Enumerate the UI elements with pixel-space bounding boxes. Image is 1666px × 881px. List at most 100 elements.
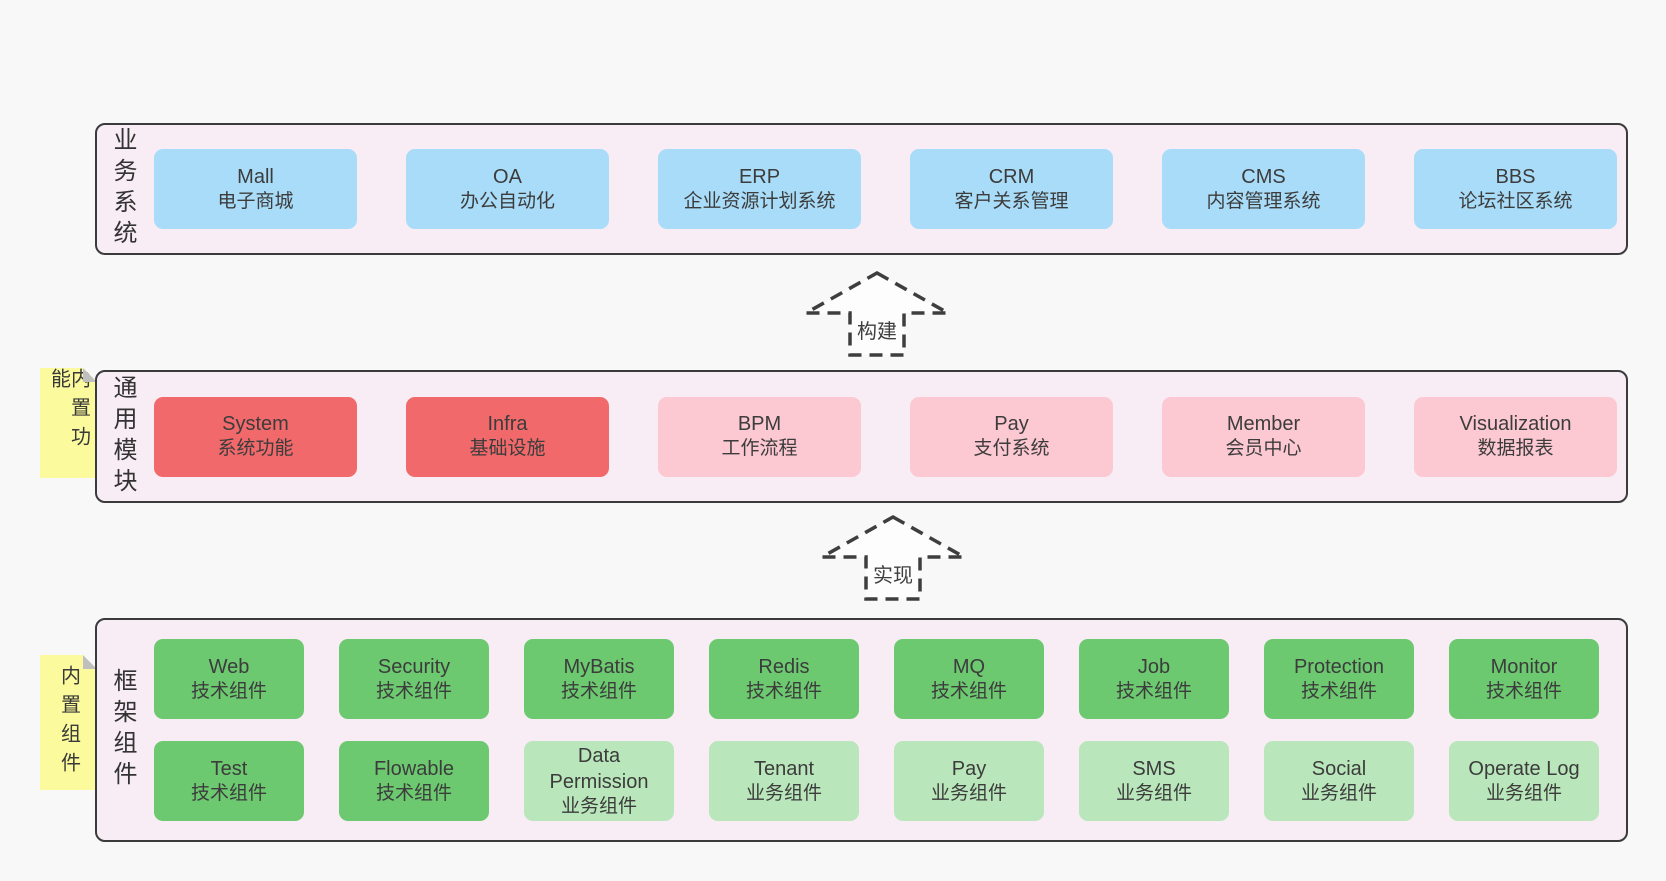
box-title-en: Flowable	[373, 757, 455, 780]
box-title-en: Redis	[758, 655, 810, 678]
box-title-en: Pay	[951, 757, 987, 780]
box-title-en: Pay	[994, 413, 1029, 436]
box-title-zh: 办公自动化	[459, 190, 555, 212]
box-title-zh: 数据报表	[1477, 438, 1554, 460]
up-block-arrow-icon	[802, 270, 952, 357]
box-title-zh: 技术组件	[375, 782, 452, 804]
note-built-in-features: 内置功能	[40, 368, 97, 478]
note-built-in-features-label: 内置功能	[47, 368, 90, 455]
box-title-en: Infra	[487, 413, 528, 436]
box-title-en: Monitor	[1490, 655, 1558, 678]
box-title-en: CMS	[1241, 165, 1286, 188]
box-title-en: Job	[1137, 655, 1171, 678]
box-title-en: Protection	[1293, 655, 1385, 678]
box-title-en: Web	[208, 655, 250, 678]
box-title-en: Tenant	[753, 757, 815, 780]
box-title-en: BPM	[737, 413, 782, 436]
note-built-in-components-label: 内置组件	[57, 664, 80, 781]
box-title-en: Member	[1226, 413, 1301, 436]
section-label-common-modules: 通用模块	[109, 374, 136, 499]
box-title-zh: 业务组件	[745, 782, 822, 804]
box-title-zh: 业务组件	[1115, 782, 1192, 804]
box-title-zh: 业务组件	[1300, 782, 1377, 804]
box-title-zh: 技术组件	[190, 680, 267, 702]
note-built-in-components: 内置组件	[40, 655, 97, 790]
box-title-en: ERP	[738, 165, 781, 188]
box-title-zh: 内容管理系统	[1206, 190, 1321, 212]
box-title-en: CRM	[988, 165, 1035, 188]
up-block-arrow-icon	[818, 514, 968, 601]
box-title-zh: 系统功能	[217, 438, 294, 460]
box-title-zh: 技术组件	[1300, 680, 1377, 702]
box-title-en: Mall	[237, 165, 274, 188]
box-title-en: Test	[210, 757, 248, 780]
box-title-en: Data Permission	[549, 744, 649, 793]
box-title-zh: 技术组件	[745, 680, 822, 702]
box-title-en: MQ	[952, 655, 986, 678]
box-title-zh: 技术组件	[1485, 680, 1562, 702]
box-title-zh: 技术组件	[1115, 680, 1192, 702]
box-title-zh: 业务组件	[930, 782, 1007, 804]
box-title-en: MyBatis	[563, 655, 635, 678]
build-arrow: 构建	[802, 270, 952, 360]
box-title-zh: 基础设施	[469, 438, 546, 460]
box-title-en: SMS	[1132, 757, 1176, 780]
box-title-zh: 客户关系管理	[954, 190, 1069, 212]
box-title-en: Visualization	[1459, 413, 1572, 436]
box-title-zh: 技术组件	[190, 782, 267, 804]
implement-arrow: 实现	[818, 514, 968, 604]
box-title-zh: 业务组件	[560, 795, 637, 817]
box-title-zh: 技术组件	[375, 680, 452, 702]
box-title-zh: 电子商城	[217, 190, 294, 212]
box-title-zh: 技术组件	[930, 680, 1007, 702]
box-title-zh: 会员中心	[1225, 438, 1302, 460]
section-label-business-systems: 业务系统	[109, 127, 136, 251]
box-title-en: System	[222, 413, 289, 436]
box-title-en: Operate Log	[1468, 757, 1580, 780]
implement-arrow-label: 实现	[871, 559, 915, 588]
box-title-en: Social	[1311, 757, 1367, 780]
box-title-en: OA	[493, 165, 522, 188]
box-title-zh: 企业资源计划系统	[683, 190, 836, 212]
box-title-zh: 工作流程	[721, 438, 798, 460]
box-title-zh: 业务组件	[1485, 782, 1562, 804]
box-title-zh: 论坛社区系统	[1458, 190, 1573, 212]
box-title-en: Security	[377, 655, 451, 678]
